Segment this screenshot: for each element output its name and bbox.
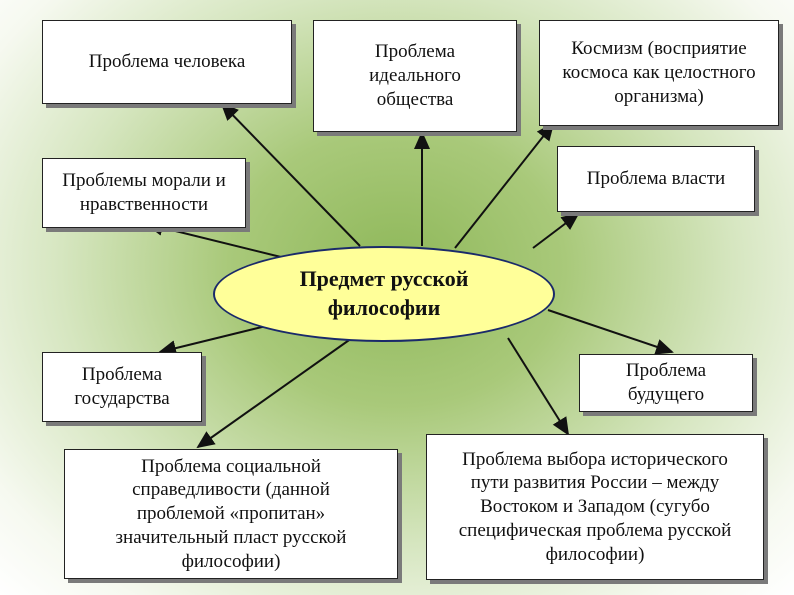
box-cosmism-text: Космизм (восприятие космоса как целостно… bbox=[562, 38, 756, 107]
box-social-justice: Проблема социальной справедливости (данн… bbox=[64, 449, 398, 579]
arrow-to-morality bbox=[145, 220, 286, 259]
box-cosmism: Космизм (восприятие космоса как целостно… bbox=[539, 20, 779, 126]
arrow-to-human bbox=[220, 102, 361, 247]
central-ellipse: Предмет русской философии bbox=[213, 246, 555, 342]
arrow-to-future bbox=[547, 309, 674, 355]
box-future: Проблема будущего bbox=[579, 354, 753, 412]
arrow-to-cosmism bbox=[454, 122, 555, 249]
box-historical-path: Проблема выбора исторического пути разви… bbox=[426, 434, 764, 580]
box-ideal-society: Проблема идеального общества bbox=[313, 20, 517, 132]
box-power: Проблема власти bbox=[557, 146, 755, 212]
box-power-text: Проблема власти bbox=[586, 168, 726, 190]
arrow-to-power bbox=[532, 212, 580, 249]
box-historical-path-text: Проблема выбора исторического пути разви… bbox=[458, 448, 732, 565]
box-human-problem-text: Проблема человека bbox=[88, 51, 246, 73]
box-morality: Проблемы морали и нравственности bbox=[42, 158, 246, 228]
box-morality-text: Проблемы морали и нравственности bbox=[62, 170, 226, 215]
box-human-problem: Проблема человека bbox=[42, 20, 292, 104]
arrow-to-justice bbox=[196, 337, 353, 449]
box-state-text: Проблема государства bbox=[74, 364, 170, 409]
box-ideal-society-text: Проблема идеального общества bbox=[369, 41, 461, 110]
box-social-justice-text: Проблема социальной справедливости (данн… bbox=[115, 455, 347, 572]
arrow-to-state bbox=[158, 325, 267, 356]
central-ellipse-text: Предмет русской философии bbox=[299, 266, 469, 320]
box-future-text: Проблема будущего bbox=[625, 360, 707, 405]
box-state: Проблема государства bbox=[42, 352, 202, 422]
arrow-to-path bbox=[507, 337, 570, 436]
